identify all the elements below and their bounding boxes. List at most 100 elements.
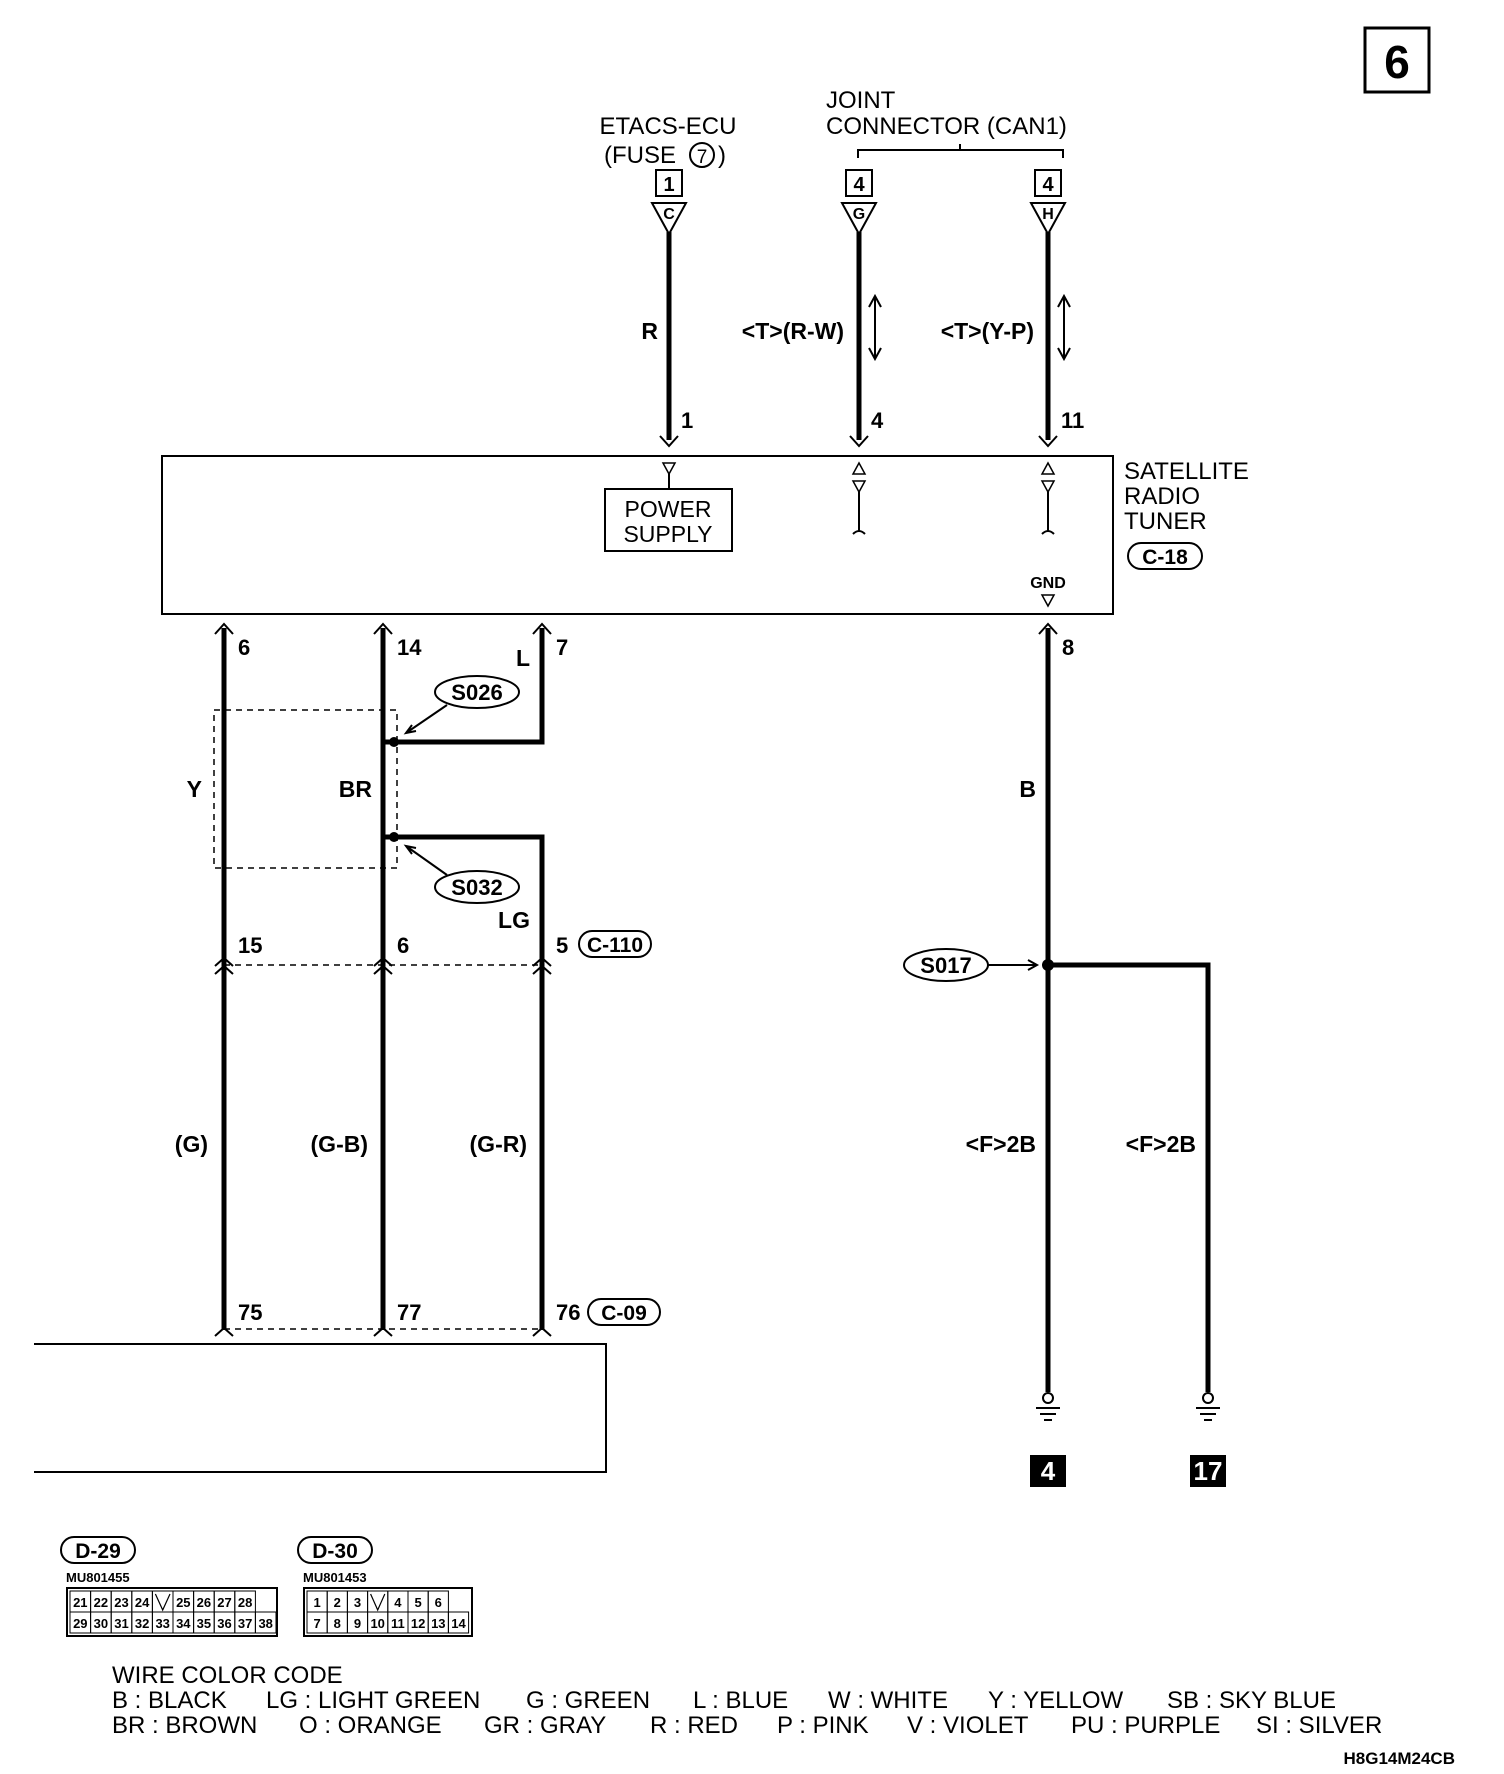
tuner-name-line3: TUNER [1124,508,1207,535]
etacs-ecu-label: ETACS-ECU (FUSE 7 ) [600,113,737,169]
power-supply-line2: SUPPLY [623,521,712,547]
pin-number: 11 [391,1616,405,1631]
pin-number: 37 [238,1616,252,1631]
splice-s032-label: S032 [451,875,502,900]
pin-number: 6 [435,1595,442,1610]
pin-number: 33 [155,1616,169,1631]
joint-title: JOINT [826,87,896,114]
figure-code: H8G14M24CB [1344,1749,1456,1768]
wire-y-color: Y [187,776,202,802]
etacs-ecu-title: ETACS-ECU [600,113,737,140]
wire-rw-color: <T>(R-W) [742,318,844,344]
gnd-label: GND [1030,575,1066,592]
wire-g-color: (G) [175,1131,208,1157]
power-supply-box [604,488,733,552]
tuner-pin-11: 11 [1061,408,1084,433]
fuse-number-circle [689,142,715,168]
tuner-pin-7: 7 [556,635,568,660]
can-internal-h [1040,461,1056,535]
d30-part-number: MU801453 [303,1570,367,1585]
pin-number: 38 [258,1616,272,1631]
d29-name: D-29 [75,1540,121,1563]
legend-entry: P : PINK [777,1712,869,1739]
key-mark [154,1593,171,1612]
joint-pin-h-letter: H [1042,206,1054,223]
pin-number: 28 [238,1595,252,1610]
c09-pin-77: 77 [397,1300,421,1325]
legend-entry: O : ORANGE [299,1712,442,1739]
c110-pin-5: 5 [556,933,568,958]
pin-number: 29 [73,1616,87,1631]
pin-number: 10 [370,1616,384,1631]
ground-17-number: 17 [1194,1456,1223,1486]
legend-entry: Y : YELLOW [988,1687,1124,1714]
joint-pin-g-letter: G [853,206,865,223]
pin-number: 2 [334,1595,341,1610]
wire-br-color: BR [339,776,373,802]
pin-number: 23 [114,1595,128,1610]
etacs-pin-c: 1 C [650,169,688,237]
tuner-pin-14: 14 [397,635,422,660]
pin-number: 14 [451,1616,466,1631]
pin-number: 1 [313,1595,320,1610]
tuner-pin-4: 4 [871,408,884,433]
joint-pin-g: 4 G [840,169,878,237]
legend-title: WIRE COLOR CODE [112,1662,343,1689]
legend-entry: PU : PURPLE [1071,1712,1220,1739]
etacs-pin-letter: C [663,206,675,223]
wire-gr-color: (G-R) [470,1131,527,1157]
ground-17: 17 [1190,1392,1226,1487]
c110-badge [578,930,652,958]
legend-entry: SB : SKY BLUE [1167,1687,1336,1714]
legend-entry: B : BLACK [112,1687,227,1714]
pin-number: 24 [135,1595,150,1610]
wire-r-color: R [641,318,658,344]
legend-entry: W : WHITE [828,1687,948,1714]
page-number: 6 [1384,36,1410,88]
pin-number: 22 [94,1595,108,1610]
pin-number: 8 [334,1616,341,1631]
ground-4-icon [1036,1407,1060,1421]
pin-number: 32 [135,1616,149,1631]
wire-f2b-a-color: <F>2B [966,1131,1036,1157]
c09-name: C-09 [601,1302,647,1325]
legend-entry: R : RED [650,1712,738,1739]
ground-4: 4 [1030,1392,1066,1487]
wire-lg-gr [383,834,545,1330]
joint-pin-h: 4 H [1029,169,1067,237]
wire-gb-color: (G-B) [311,1131,368,1157]
splice-dot-s017 [1042,959,1054,971]
legend-entry: V : VIOLET [907,1712,1029,1739]
wire-l [383,628,545,745]
splice-s017: S017 [903,948,1040,982]
joint-subtitle: CONNECTOR (CAN1) [826,113,1067,140]
d30-name: D-30 [312,1540,358,1563]
c110-pin-6: 6 [397,933,409,958]
can-arrow-left [868,293,882,362]
pin-number: 35 [197,1616,211,1631]
d29-part-number: MU801455 [66,1570,130,1585]
tuner-pin-1: 1 [681,408,693,433]
wire-lg-color: LG [498,907,530,933]
lower-unit-box [34,1343,607,1473]
pin-number: 12 [411,1616,425,1631]
key-mark [370,1593,386,1612]
pin-number: 21 [73,1595,87,1610]
pin-number: 7 [313,1616,320,1631]
joint-box-g-number: 4 [853,174,865,196]
pin-cell [447,1611,470,1634]
splice-s026-label: S026 [451,680,502,705]
tuner-bottom-pin-marks [214,622,1058,635]
pin-number: 9 [354,1616,361,1631]
legend-entry: LG : LIGHT GREEN [266,1687,480,1714]
c09-badge [587,1298,661,1326]
splice-s026: S026 [403,675,520,735]
pin-number: 31 [114,1616,128,1631]
c09-pin-marks [214,1326,552,1337]
pin-number: 26 [197,1595,211,1610]
c09-pin-75: 75 [238,1300,262,1325]
